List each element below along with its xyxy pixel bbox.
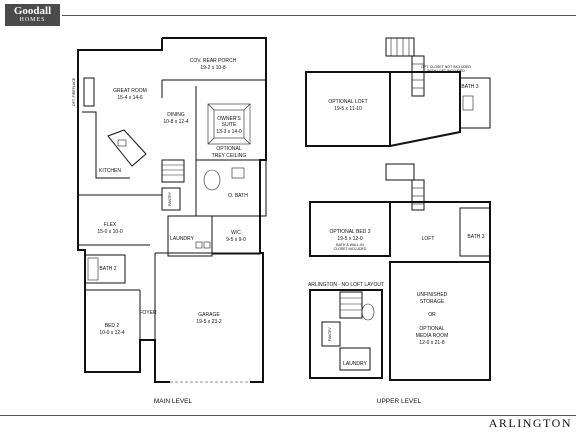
tub-symbol — [203, 169, 221, 191]
laundry-wall — [167, 215, 213, 257]
tray-line — [243, 103, 251, 111]
owners-suite-label: OWNER'S — [217, 116, 241, 122]
porch-dim: 19-2 x 10-8 — [200, 65, 226, 71]
media-label-1: OPTIONAL — [419, 326, 445, 332]
tray-label-2: TREY CEILING — [212, 153, 247, 159]
no-loft-pantry — [321, 321, 341, 347]
bed3-label: OPTIONAL BED 3 — [330, 229, 371, 235]
upper-level-loft-plan: OPTIONAL LOFT 19-5 x 11-10 BATH 3 OPT. C… — [305, 37, 491, 147]
porch-label: COV. REAR PORCH — [190, 58, 237, 64]
storage-label-1: UNFINISHED — [417, 292, 448, 298]
tray-line — [207, 103, 215, 111]
main-level-title: MAIN LEVEL — [154, 398, 193, 405]
bath2-wall — [84, 254, 126, 284]
no-loft-laundry-label: LAUNDRY — [343, 361, 367, 367]
kitchen-counter — [82, 111, 130, 179]
bed3-note-1: BATH & WALL-IN — [336, 243, 364, 247]
upper2-stairs-top — [385, 163, 415, 181]
loft-note-1: OPT. CLOSET NOT INCLUDED — [421, 65, 471, 69]
storage-wall — [389, 261, 491, 381]
or-label: OR — [428, 312, 436, 318]
storage-label-2: STORAGE — [420, 299, 445, 305]
dryer-symbol — [203, 241, 211, 249]
upper-hall-wall — [389, 71, 461, 147]
bed3-note-2: CLOSET INCLUDED — [334, 247, 367, 251]
bath2-tub — [87, 257, 99, 281]
great-room-label: GREAT ROOM — [113, 88, 147, 94]
flex-label: FLEX — [104, 222, 117, 228]
dining-label: DINING — [167, 112, 185, 118]
loft-dim: 19-5 x 11-10 — [334, 106, 362, 112]
owners-bath-wall — [195, 159, 267, 217]
garage-label: GARAGE — [198, 312, 220, 318]
footer-rule — [0, 415, 576, 416]
no-loft-stairs — [339, 291, 363, 319]
tray-label-1: OPTIONAL — [216, 146, 242, 152]
upper-level-bed3-plan: OPTIONAL BED 3 19-5 x 12-0 BATH & WALL-I… — [309, 163, 491, 381]
no-loft-title: ARLINGTON - NO LOFT LAYOUT — [308, 282, 384, 288]
fireplace-label: OPT. FIREPLACE — [72, 77, 76, 106]
vanity-symbol — [231, 167, 245, 179]
bed2-label: BED 2 — [105, 323, 120, 329]
owners-suite-dim: 13-3 x 14-0 — [216, 129, 242, 135]
bath3a-label: BATH 3 — [461, 84, 478, 90]
dining-dim: 10-8 x 12-4 — [163, 119, 189, 125]
sink-symbol — [117, 139, 127, 147]
no-loft-outer-wall — [309, 289, 383, 379]
no-loft-laundry — [339, 347, 371, 371]
loft-note-2: WITH LOFT INCLUDED — [427, 69, 465, 73]
bed3-dim: 19-5 x 12-0 — [337, 236, 363, 242]
kitchen-label: KITCHEN — [99, 168, 121, 174]
upper2-stairs-run — [411, 179, 425, 211]
laundry-label: LAUNDRY — [170, 236, 194, 242]
bath3b-label: BATH 3 — [467, 234, 484, 240]
upper2-hall-wall — [390, 201, 491, 263]
plan-name: ARLINGTON — [488, 416, 572, 430]
wic-dim: 9-5 x 9-0 — [226, 237, 246, 243]
media-dim: 12-0 x 21-8 — [419, 340, 445, 346]
pantry-wall — [161, 187, 181, 211]
loft2-label: LOFT — [422, 236, 435, 242]
garage-dim: 19-5 x 23-2 — [196, 319, 222, 325]
loft-label: OPTIONAL LOFT — [328, 99, 367, 105]
no-loft-tub — [361, 303, 375, 321]
logo-brand-sub: HOMES — [19, 17, 46, 23]
washer-symbol — [195, 241, 203, 249]
tray-line — [243, 137, 251, 145]
foyer-label: FOYER — [139, 310, 157, 316]
owners-bath-label: O. BATH — [228, 193, 248, 199]
media-label-2: MEDIA ROOM — [416, 333, 449, 339]
main-level-plan: COV. REAR PORCH 19-2 x 10-8 GREAT ROOM 1… — [72, 37, 267, 384]
main-stairs — [161, 159, 185, 183]
kitchen-island — [107, 129, 147, 167]
great-room-dim: 15-4 x 14-6 — [117, 95, 143, 101]
no-loft-layout-plan: ARLINGTON - NO LOFT LAYOUT PANTRY LAUNDR… — [308, 282, 384, 379]
no-loft-pantry-label: PANTRY — [328, 326, 332, 341]
owners-suite-label-2: SUITE — [222, 122, 237, 128]
flex-dim: 15-0 x 10-0 — [97, 229, 123, 235]
bath2-label: BATH 2 — [99, 266, 116, 272]
upper-stairs-top — [385, 37, 415, 57]
bath3-fixture — [462, 95, 474, 111]
fireplace-symbol — [83, 77, 95, 107]
bed2-dim: 10-0 x 12-4 — [99, 330, 125, 336]
header-rule — [62, 15, 576, 16]
bath3-wall — [459, 77, 491, 129]
goodall-homes-logo: Goodall HOMES — [5, 4, 60, 26]
upper-stairs-run — [411, 55, 425, 97]
tray-line — [207, 137, 215, 145]
bed3-wall — [309, 201, 391, 257]
pantry-label: PANTRY — [168, 191, 172, 206]
tray-ceiling-inner — [213, 109, 245, 139]
logo-brand-name: Goodall — [13, 5, 52, 17]
upper-level-title: UPPER LEVEL — [377, 398, 422, 405]
bath3b-wall — [459, 207, 491, 257]
tray-ceiling-outer — [207, 103, 251, 145]
wic-label: W/C — [231, 230, 241, 236]
